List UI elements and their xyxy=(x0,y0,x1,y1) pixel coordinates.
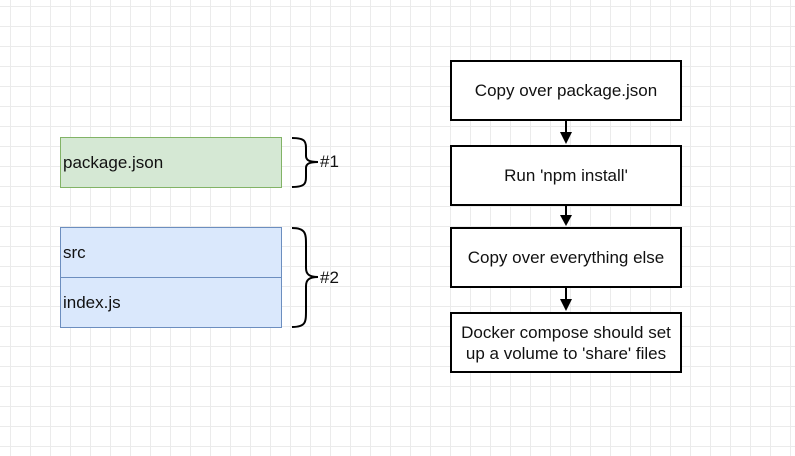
step-1-label: Copy over package.json xyxy=(474,81,658,100)
group-label-1: #1 xyxy=(320,152,339,171)
arrow-step-2-to-3 xyxy=(560,206,572,226)
file-package-json-label: package.json xyxy=(63,152,164,172)
group-label-2: #2 xyxy=(320,268,339,287)
step-npm-install[interactable]: Run 'npm install' xyxy=(450,145,682,206)
step-4-label: Docker compose should set up a volume to… xyxy=(461,322,671,363)
step-copy-package-json[interactable]: Copy over package.json xyxy=(450,60,682,121)
file-index-js[interactable]: index.js xyxy=(60,277,282,328)
brace-group-2 xyxy=(291,227,319,328)
step-docker-compose-volume[interactable]: Docker compose should set up a volume to… xyxy=(450,312,682,373)
step-2-label: Run 'npm install' xyxy=(504,166,628,185)
file-index-js-label: index.js xyxy=(63,292,121,312)
file-package-json[interactable]: package.json xyxy=(60,137,282,188)
file-src-label: src xyxy=(63,242,86,262)
step-copy-everything-else[interactable]: Copy over everything else xyxy=(450,227,682,288)
step-3-label: Copy over everything else xyxy=(467,248,665,267)
brace-group-1 xyxy=(291,137,319,188)
arrow-step-1-to-2 xyxy=(560,121,572,144)
arrow-step-3-to-4 xyxy=(560,288,572,311)
